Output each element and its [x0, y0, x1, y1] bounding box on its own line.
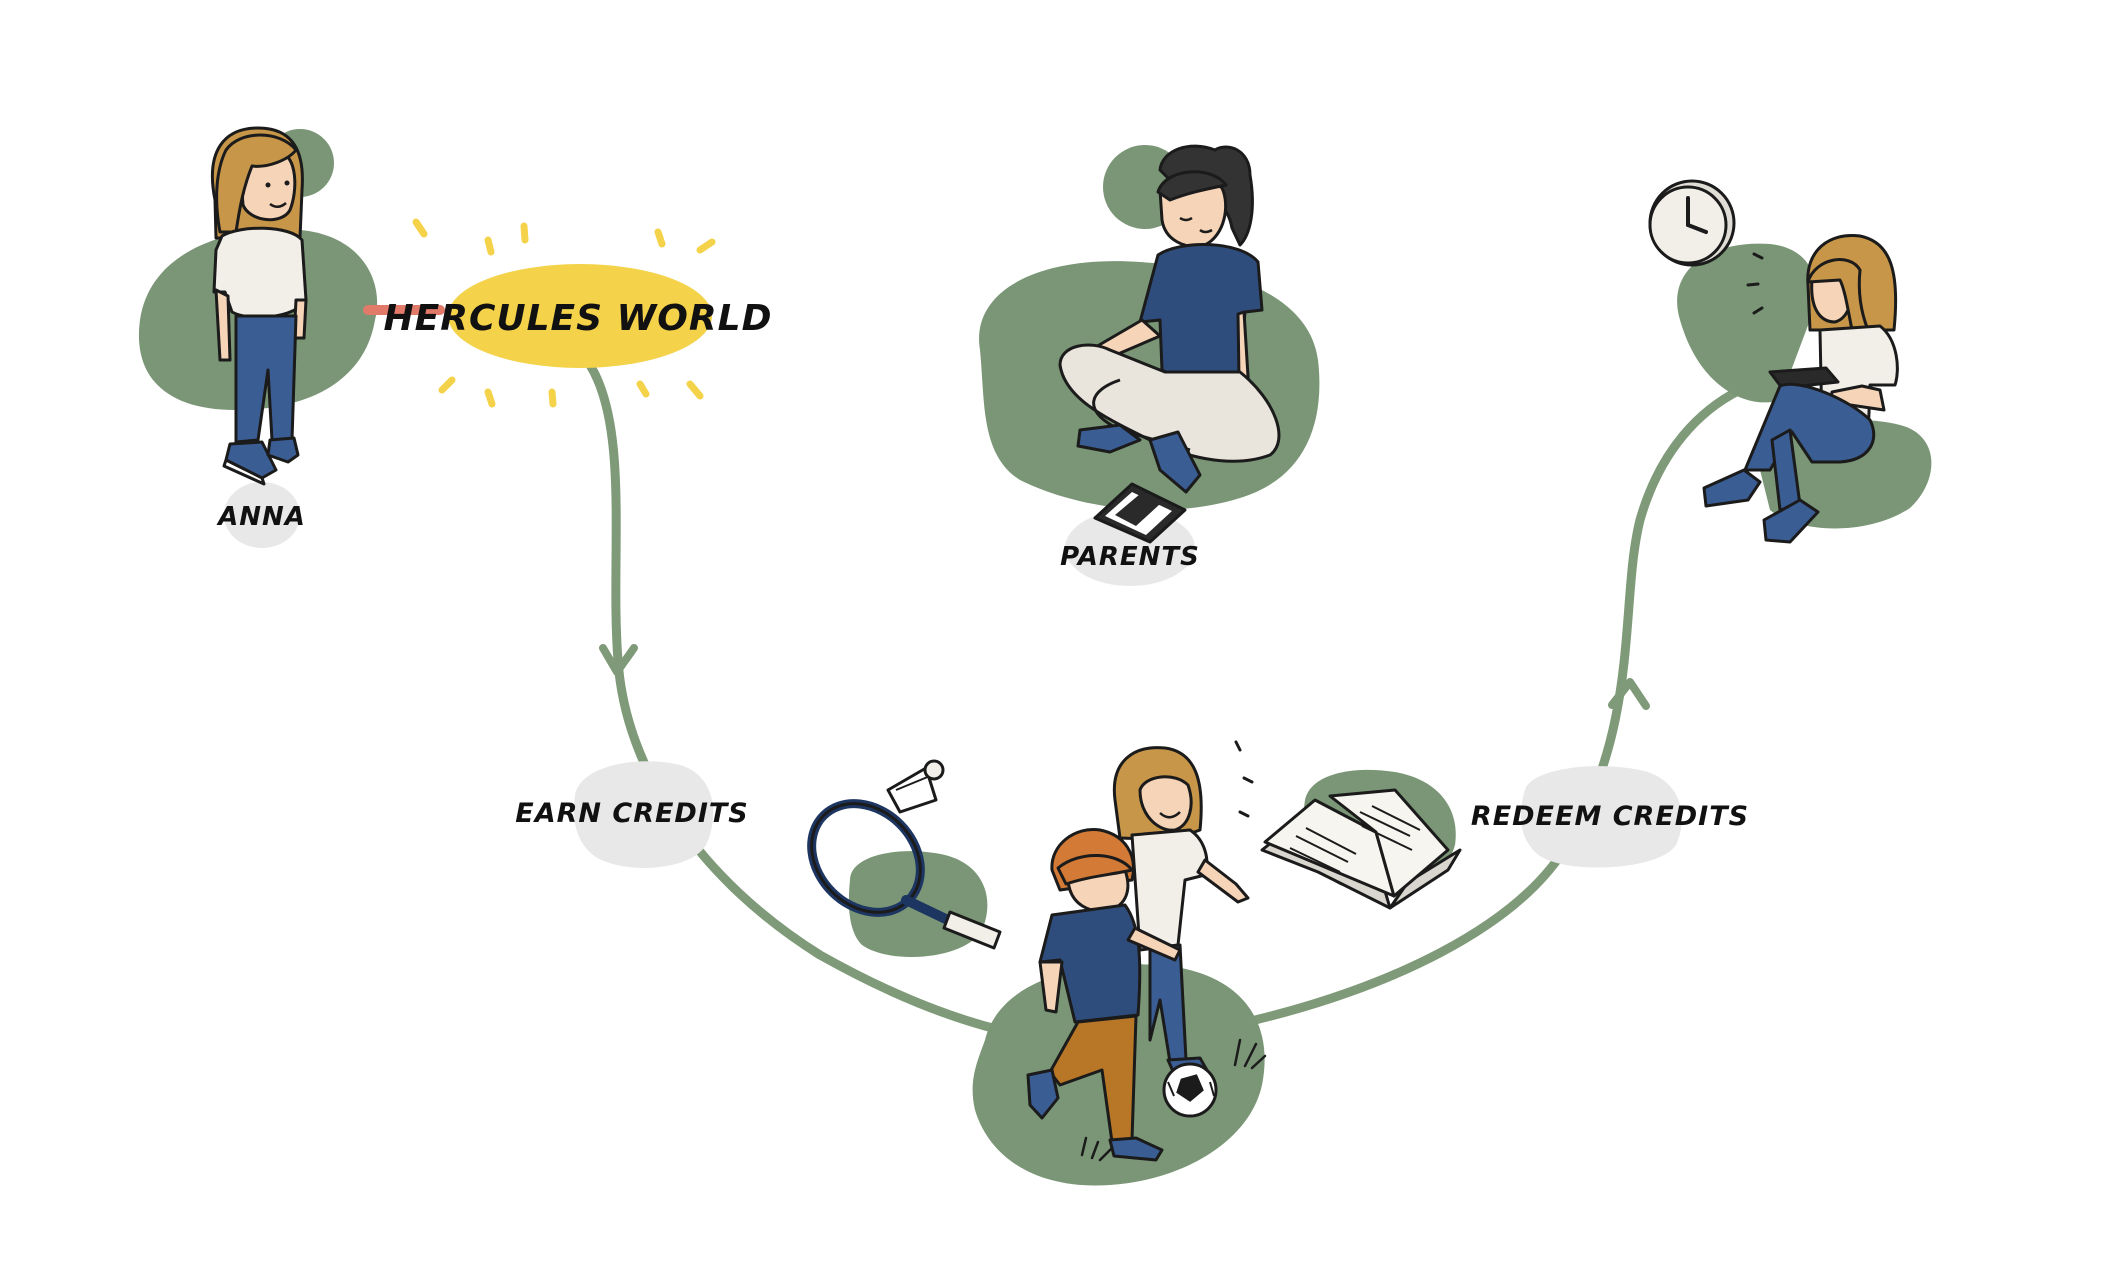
shuttlecock-icon: [886, 759, 945, 814]
excitement-marks: [1234, 740, 1254, 818]
clock-icon: [1648, 179, 1736, 267]
redeem-credits-path: [1250, 385, 1745, 1025]
earn-credits-group: EARN CREDITS: [515, 761, 749, 868]
redeem-arrowhead: [1608, 678, 1650, 710]
redeem-credits-label: REDEEM CREDITS: [1471, 801, 1749, 832]
redeem-label-bubble: [1520, 766, 1682, 868]
anna-figure: [210, 126, 308, 486]
book-group: [1260, 769, 1462, 910]
anna-label: ANNA: [216, 502, 306, 532]
soccer-ball-icon: [1162, 1062, 1218, 1118]
earn-credits-label: EARN CREDITS: [515, 798, 749, 829]
parents-label: PARENTS: [1060, 542, 1200, 572]
earn-label-bubble: [573, 761, 714, 868]
anna-label-bubble: [224, 482, 300, 548]
children-playing-figure: [1026, 746, 1250, 1162]
hercules-sun: [448, 264, 712, 368]
sun-rays: [412, 218, 716, 408]
reading-grass-blob: [1677, 243, 1816, 403]
book-icon: [1260, 788, 1462, 910]
clock-tick-marks: [1746, 252, 1764, 315]
redeem-credits-group: REDEEM CREDITS: [1471, 766, 1749, 868]
tablet-icon: [1093, 482, 1187, 544]
parents-group: PARENTS: [979, 144, 1320, 586]
grass-tufts: [1080, 1038, 1267, 1162]
anna-group: ANNA: [138, 126, 445, 548]
racket-icon: [807, 799, 1002, 950]
parent-figure: [1058, 144, 1281, 494]
sports-group: [807, 759, 1002, 957]
children-playing-group: [972, 740, 1267, 1186]
reading-child-group: [1648, 179, 1932, 544]
reading-child-figure: [1702, 233, 1899, 544]
hercules-world-label: HERCULES WORLD: [384, 298, 773, 339]
hercules-world-group: HERCULES WORLD: [384, 218, 773, 408]
earn-arrowhead: [599, 644, 638, 676]
